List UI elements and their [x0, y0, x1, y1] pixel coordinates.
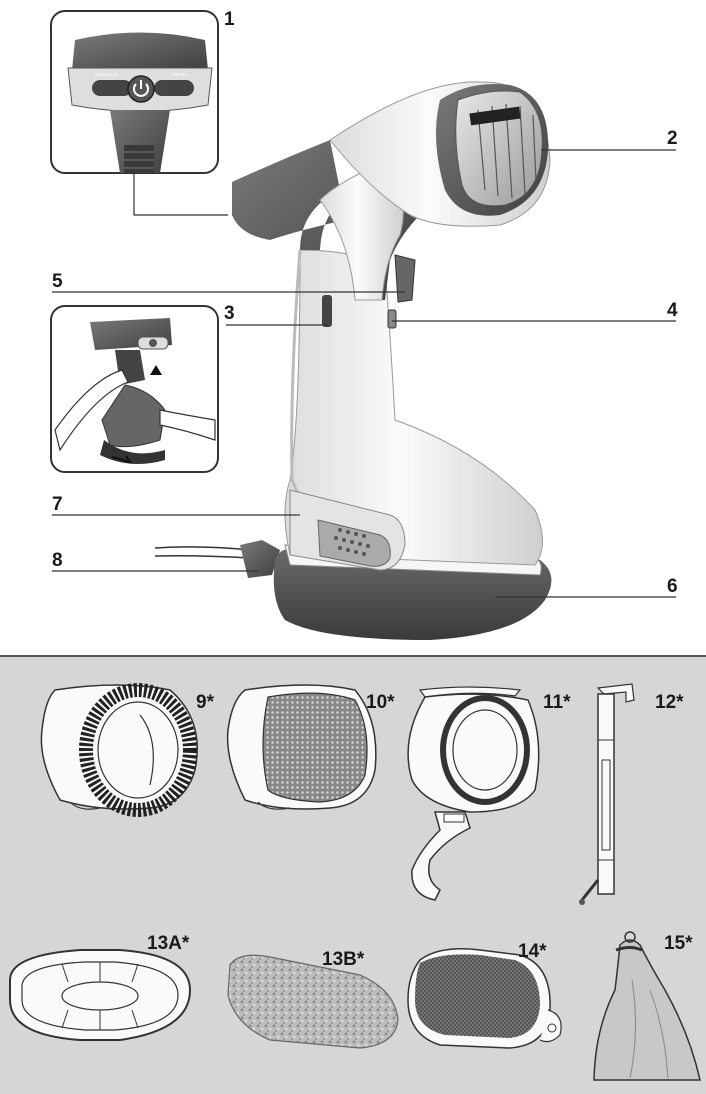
lint-brush [407, 948, 562, 1049]
tank-release-button [322, 295, 332, 327]
inset-tank-removal [50, 305, 219, 473]
turbo-label: TUR BO [172, 72, 187, 77]
callout-10: 10* [366, 692, 395, 713]
callout-13b: 13B* [322, 949, 365, 970]
crease-attachment [407, 686, 540, 901]
callout-13a: 13A* [147, 933, 190, 954]
garment-steamer [154, 81, 552, 640]
callout-8: 8 [52, 550, 63, 571]
callout-14: 14* [518, 941, 547, 962]
trigger-lock [387, 309, 397, 329]
door-hook [579, 683, 635, 905]
callout-12: 12* [655, 692, 684, 713]
even-care-label: EVEN CATE [95, 72, 118, 77]
cord-strain-relief [240, 540, 280, 578]
callout-5: 5 [52, 271, 63, 292]
steam-trigger [394, 254, 416, 303]
callout-6: 6 [667, 576, 678, 597]
steam-plate [455, 90, 543, 207]
inset-control-panel: EVEN CATE TUR BO [50, 10, 219, 174]
leader-1 [133, 173, 228, 216]
callout-1: 1 [224, 9, 235, 30]
callout-3: 3 [224, 303, 235, 324]
callout-7: 7 [52, 494, 63, 515]
callout-4: 4 [667, 300, 678, 321]
callout-15: 15* [664, 933, 693, 954]
brush-attachment [40, 683, 198, 817]
turbo-button [154, 80, 194, 96]
callout-11: 11* [543, 692, 571, 713]
fabric-brush-attachment [226, 684, 377, 810]
power-icon [133, 80, 149, 97]
storage-bag [593, 931, 701, 1081]
filter-pad [227, 954, 399, 1049]
callout-2: 2 [667, 128, 678, 149]
water-tank [317, 519, 391, 567]
callout-9: 9* [196, 692, 215, 713]
filter-holder [9, 949, 192, 1041]
even-care-button [92, 80, 132, 96]
